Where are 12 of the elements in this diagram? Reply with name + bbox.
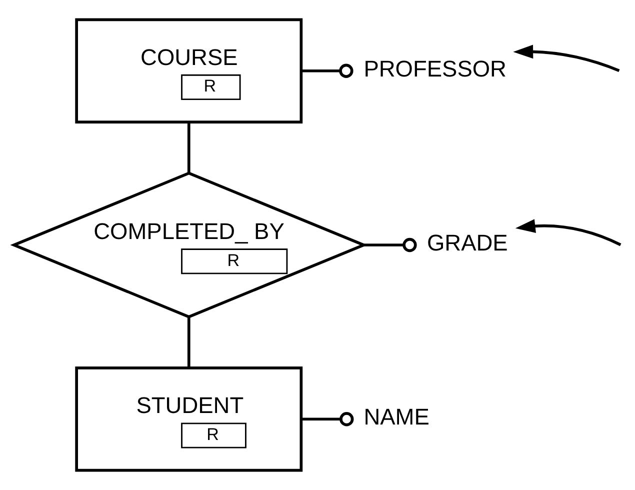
node-box: COURSE R bbox=[75, 18, 303, 124]
arrow bbox=[515, 219, 622, 246]
arrow bbox=[513, 44, 620, 72]
node-text: NAME bbox=[364, 404, 430, 430]
connector bbox=[364, 238, 417, 252]
node-box: STUDENT R bbox=[75, 366, 303, 472]
connector bbox=[302, 412, 354, 426]
connector bbox=[301, 64, 354, 78]
node-text: GRADE bbox=[426, 229, 508, 256]
connector bbox=[187, 122, 190, 173]
connector bbox=[187, 317, 190, 368]
node-text: PROFESSOR bbox=[364, 55, 506, 82]
